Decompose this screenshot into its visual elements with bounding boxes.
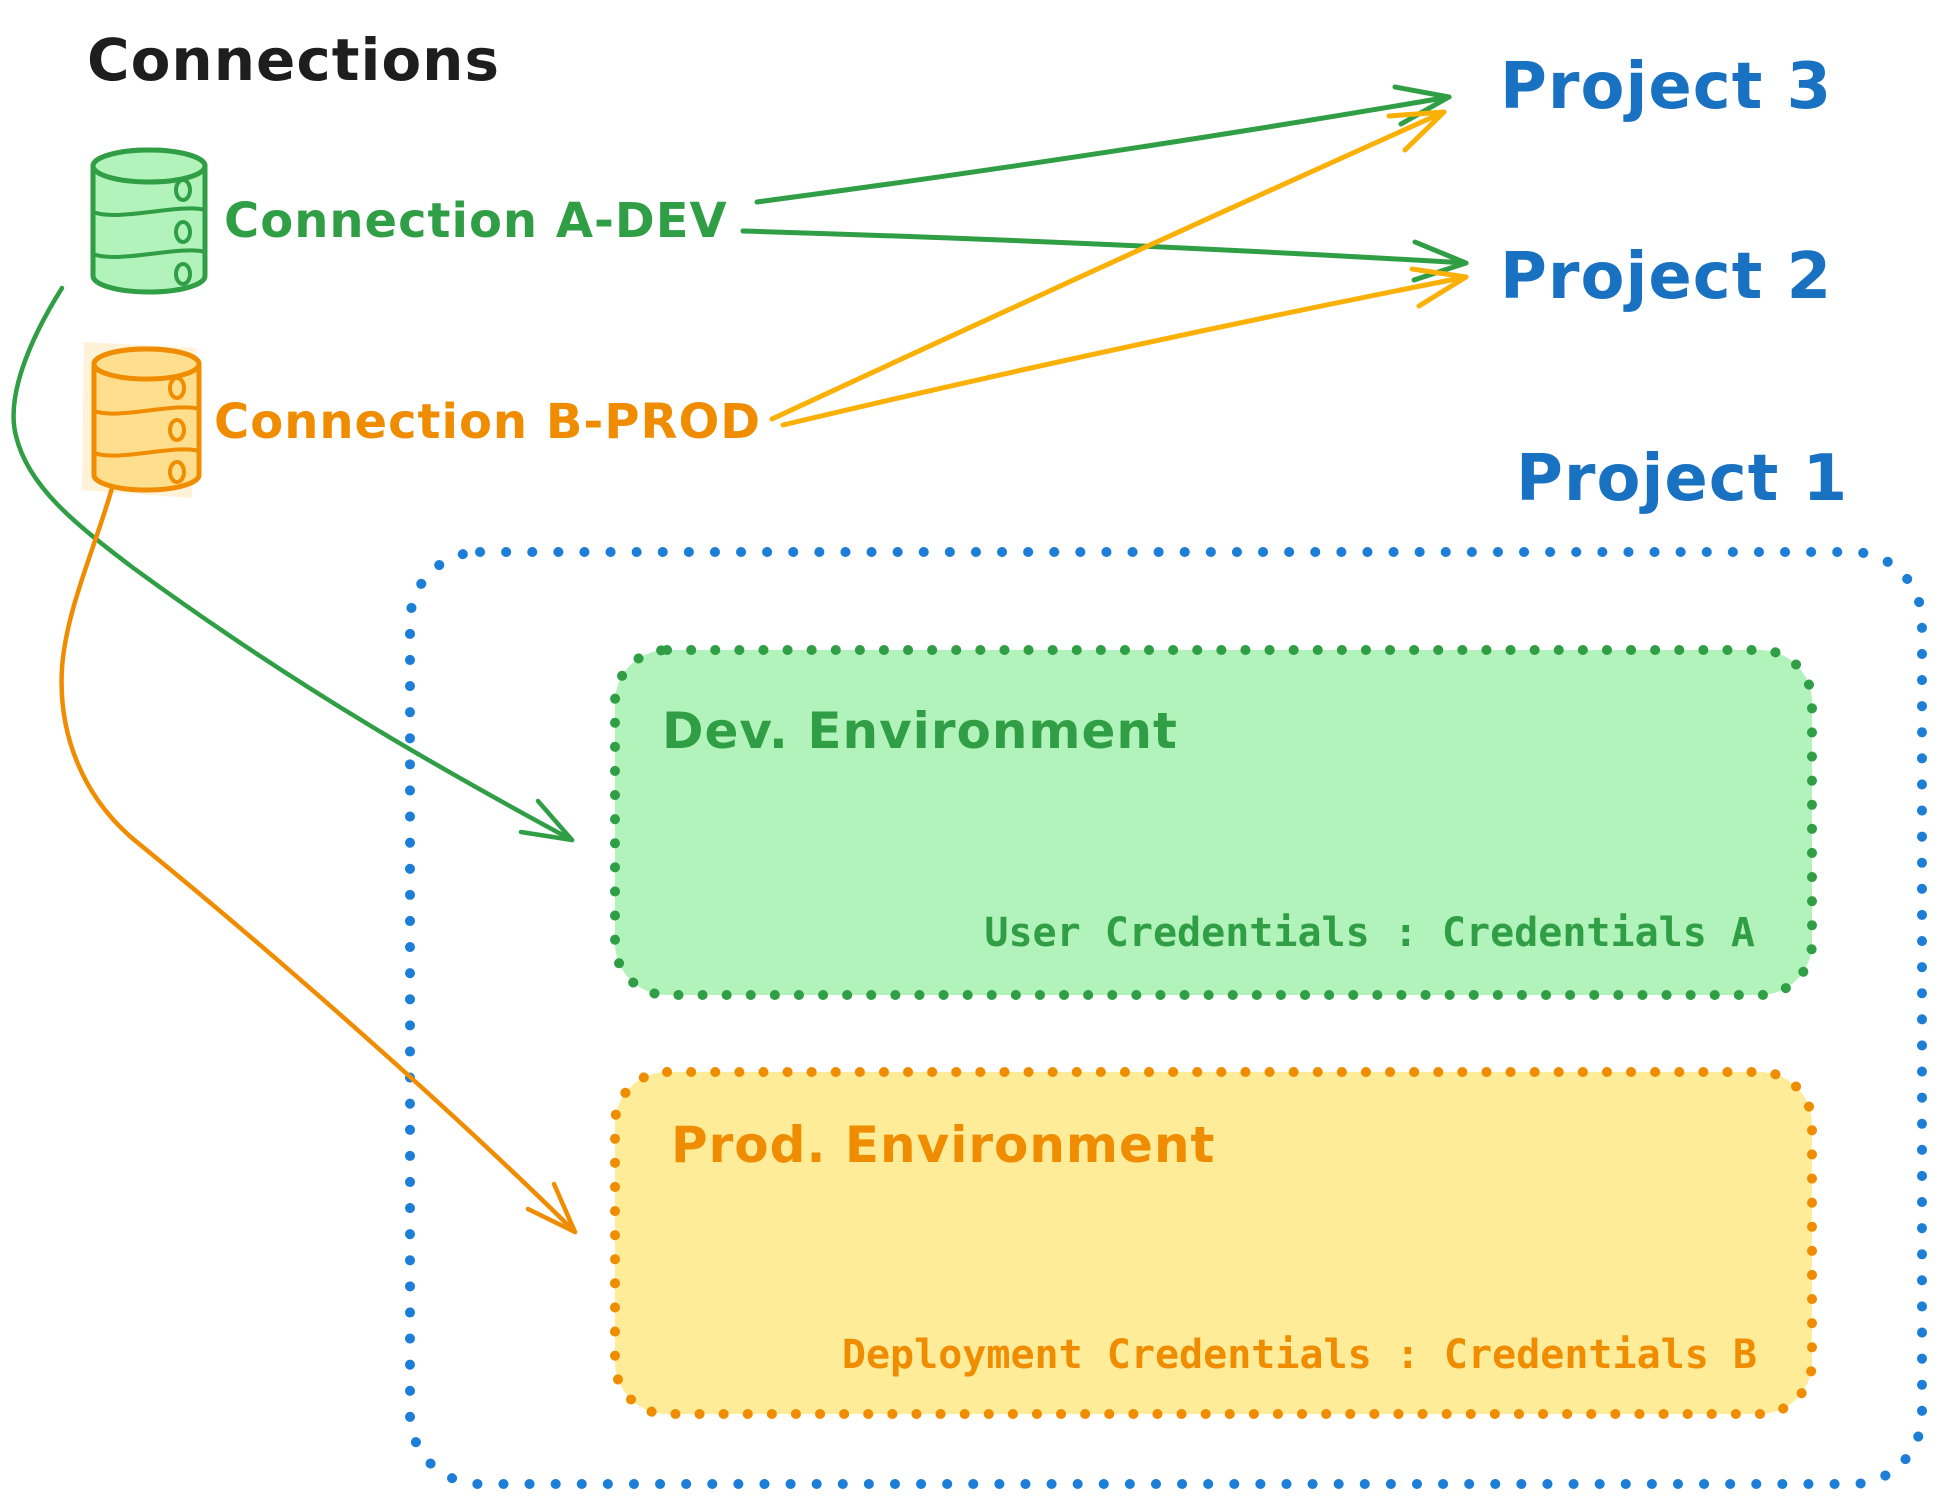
arrow-b-prod-to-prod-environment bbox=[59, 485, 578, 1235]
database-icon-dev bbox=[90, 147, 208, 295]
project-2-label: Project 2 bbox=[1500, 240, 1832, 314]
project-3-label: Project 3 bbox=[1500, 50, 1832, 124]
prod-environment-border bbox=[610, 1067, 1817, 1419]
dev-environment-credentials: User Credentials : Credentials A bbox=[984, 910, 1755, 956]
arrow-b-prod-to-project-2 bbox=[780, 266, 1469, 428]
dev-environment-title: Dev. Environment bbox=[662, 702, 1178, 760]
connection-a-dev-label: Connection A-DEV bbox=[224, 193, 728, 249]
project1-box-border bbox=[405, 547, 1927, 1489]
prod-environment-box: Prod. Environment Deployment Credentials… bbox=[610, 1067, 1817, 1419]
project-1-label: Project 1 bbox=[1516, 442, 1848, 516]
arrow-a-dev-to-project-2 bbox=[740, 228, 1469, 283]
arrow-a-dev-to-dev-environment bbox=[11, 285, 575, 843]
dev-environment-box: Dev. Environment User Credentials : Cred… bbox=[610, 645, 1817, 1000]
arrow-b-prod-to-project-3 bbox=[769, 109, 1447, 422]
project1-box bbox=[405, 547, 1927, 1489]
diagram-title: Connections bbox=[87, 26, 500, 94]
prod-environment-title: Prod. Environment bbox=[671, 1116, 1215, 1174]
dev-environment-border bbox=[610, 645, 1817, 1000]
arrow-a-dev-to-project-3 bbox=[754, 84, 1452, 205]
connection-b-prod-label: Connection B-PROD bbox=[214, 394, 761, 450]
database-icon-prod bbox=[82, 342, 202, 498]
prod-environment-credentials: Deployment Credentials : Credentials B bbox=[842, 1332, 1757, 1378]
